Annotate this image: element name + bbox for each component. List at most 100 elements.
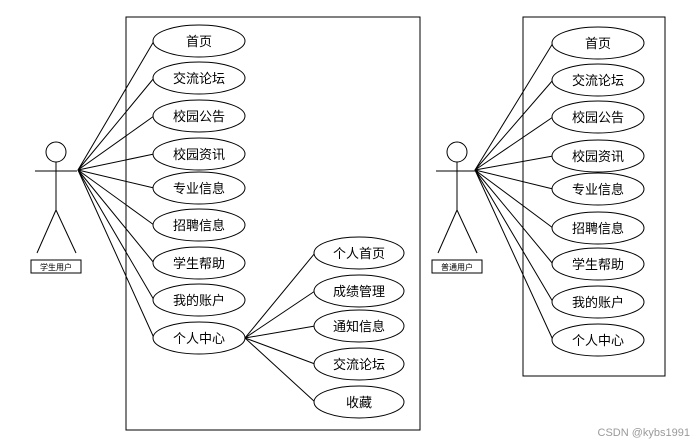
normal-user-association-line xyxy=(474,169,554,229)
normal-user-use-case: 校园公告 xyxy=(551,100,645,134)
personal-center-sub-use-case-shape xyxy=(313,274,405,308)
normal-user-use-case-label: 学生帮助 xyxy=(572,257,624,273)
normal-user-association-line xyxy=(474,116,554,171)
right-system-boundary xyxy=(522,16,666,377)
normal-user-use-case-label: 校园公告 xyxy=(572,110,624,126)
normal-user-use-case-shape xyxy=(551,26,645,60)
normal-user-use-case: 校园资讯 xyxy=(551,139,645,173)
student-use-case: 交流论坛 xyxy=(152,61,246,95)
student-actor-figure xyxy=(35,141,77,254)
normal-user-use-case-label: 个人中心 xyxy=(572,334,624,349)
student-association-line xyxy=(77,169,155,189)
personal-center-sub-use-case-label: 通知信息 xyxy=(333,319,385,335)
normal-user-use-case: 我的账户 xyxy=(551,285,645,319)
student-use-case-shape xyxy=(152,321,246,355)
student-use-case-label: 交流论坛 xyxy=(173,71,225,87)
normal-user-use-case: 招聘信息 xyxy=(551,211,645,245)
student-actor-label: 学生用户 xyxy=(40,262,72,272)
student-use-case: 我的账户 xyxy=(152,283,246,317)
normal-user-use-case-shape xyxy=(551,247,645,281)
personal-center-sub-use-case-shape xyxy=(313,236,405,270)
student-use-case-shape xyxy=(152,137,246,171)
personal-center-sub-use-case: 成绩管理 xyxy=(313,274,405,308)
normal-user-use-case-shape xyxy=(551,139,645,173)
normal-user-use-case-label: 校园资讯 xyxy=(572,149,624,165)
student-use-case: 校园资讯 xyxy=(152,137,246,171)
student-use-case-shape xyxy=(152,99,246,133)
normal-user-association-line xyxy=(474,79,554,171)
student-use-case-label: 个人中心 xyxy=(173,332,225,347)
personal-center-sub-use-case-shape xyxy=(313,309,405,343)
normal-user-association-line xyxy=(474,169,554,190)
student-use-case-label: 校园资讯 xyxy=(173,147,225,163)
normal-user-use-case-shape xyxy=(551,285,645,319)
student-use-case: 校园公告 xyxy=(152,99,246,133)
personal-center-association-line xyxy=(244,337,316,403)
student-association-line xyxy=(77,40,155,171)
normal-user-use-case: 专业信息 xyxy=(551,172,645,206)
student-use-case-shape xyxy=(152,246,246,280)
normal-user-association-line xyxy=(474,169,554,303)
student-use-case: 个人中心 xyxy=(152,321,246,355)
student-use-case-label: 我的账户 xyxy=(173,293,225,309)
normal-user-association-line xyxy=(474,169,554,265)
normal-user-use-case-label: 首页 xyxy=(585,37,611,52)
normal-user-actor-figure xyxy=(436,141,478,254)
normal-user-use-case: 个人中心 xyxy=(551,323,645,357)
normal-user-use-case-label: 我的账户 xyxy=(572,295,624,311)
left-system-boundary xyxy=(125,16,421,431)
student-use-case-label: 学生帮助 xyxy=(173,256,225,272)
personal-center-association-line xyxy=(244,252,316,339)
personal-center-sub-use-case-shape xyxy=(313,385,405,419)
student-association-line xyxy=(77,169,155,301)
personal-center-sub-use-case: 通知信息 xyxy=(313,309,405,343)
personal-center-sub-use-case-label: 交流论坛 xyxy=(333,357,385,373)
student-use-case-label: 招聘信息 xyxy=(173,218,225,234)
personal-center-sub-use-case: 交流论坛 xyxy=(313,347,405,381)
student-use-case-shape xyxy=(152,208,246,242)
normal-user-use-case-shape xyxy=(551,100,645,134)
normal-user-use-case-label: 专业信息 xyxy=(572,182,624,198)
student-use-case: 学生帮助 xyxy=(152,246,246,280)
normal-user-use-case-label: 交流论坛 xyxy=(572,73,624,89)
student-use-case: 专业信息 xyxy=(152,171,246,205)
personal-center-sub-use-case: 个人首页 xyxy=(313,236,405,270)
student-use-case-shape xyxy=(152,61,246,95)
normal-user-association-line xyxy=(474,169,554,341)
normal-user-use-case-shape xyxy=(551,211,645,245)
student-association-line xyxy=(77,115,155,171)
normal-user-association-line xyxy=(474,42,554,171)
personal-center-sub-use-case-label: 成绩管理 xyxy=(333,285,385,300)
student-association-line xyxy=(77,169,155,226)
student-use-case-shape xyxy=(152,24,246,58)
student-use-case-shape xyxy=(152,283,246,317)
normal-user-use-case-shape xyxy=(551,63,645,97)
personal-center-association-line xyxy=(244,290,316,339)
normal-user-use-case: 交流论坛 xyxy=(551,63,645,97)
watermark: CSDN @kybs1991 xyxy=(598,427,690,439)
normal-user-use-case-shape xyxy=(551,172,645,206)
student-use-case-label: 首页 xyxy=(186,35,212,50)
student-use-case-label: 专业信息 xyxy=(173,181,225,197)
student-association-line xyxy=(77,169,155,264)
normal-user-use-case-label: 招聘信息 xyxy=(572,221,624,237)
student-use-case: 首页 xyxy=(152,24,246,58)
student-use-case-label: 校园公告 xyxy=(173,109,225,125)
normal-user-actor-label-box xyxy=(431,259,483,274)
student-use-case: 招聘信息 xyxy=(152,208,246,242)
personal-center-sub-use-case: 收藏 xyxy=(313,385,405,419)
student-association-line xyxy=(77,77,155,171)
personal-center-sub-use-case-label: 个人首页 xyxy=(333,247,385,262)
student-association-line xyxy=(77,169,155,339)
student-use-case-shape xyxy=(152,171,246,205)
normal-user-use-case: 学生帮助 xyxy=(551,247,645,281)
normal-user-association-line xyxy=(474,155,554,171)
personal-center-association-line xyxy=(244,325,316,339)
normal-user-use-case-shape xyxy=(551,323,645,357)
personal-center-association-line xyxy=(244,337,316,365)
student-actor-label-box xyxy=(30,259,82,274)
normal-user-use-case: 首页 xyxy=(551,26,645,60)
student-association-line xyxy=(77,153,155,171)
personal-center-sub-use-case-shape xyxy=(313,347,405,381)
